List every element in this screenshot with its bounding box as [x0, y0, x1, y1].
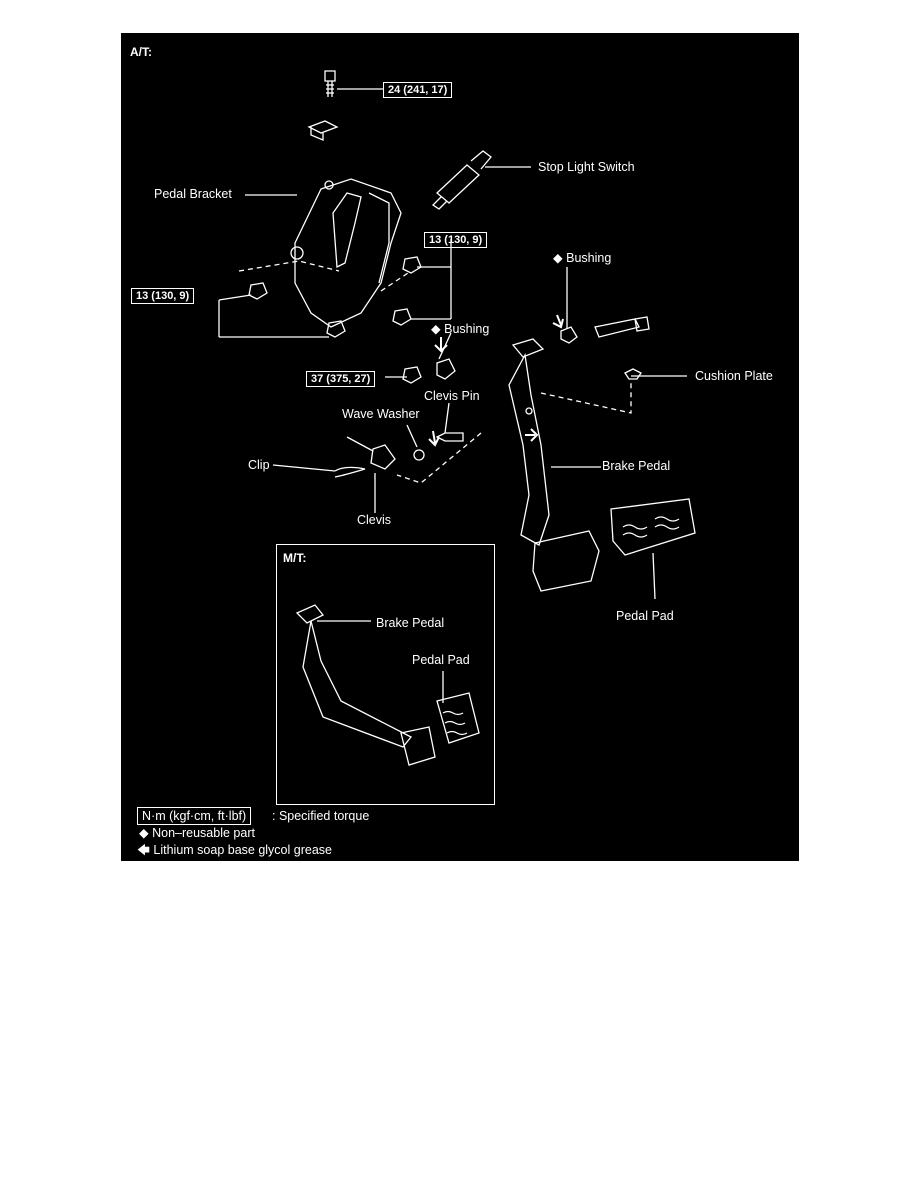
label-brake-pedal-at: Brake Pedal [602, 459, 671, 473]
clevis-pin-illustration [435, 432, 464, 442]
section-mt-label: M/T: [283, 551, 307, 565]
label-pedal-pad-at: Pedal Pad [616, 609, 674, 623]
center-bushing-illustration [436, 358, 456, 380]
arrow-left-icon: 🡄 [137, 843, 150, 857]
legend-nonreusable: ◆ Non–reusable part [139, 826, 255, 840]
label-pedal-pad-mt: Pedal Pad [412, 653, 470, 667]
grease-arrows-illustration [428, 314, 564, 447]
label-clip: Clip [248, 458, 270, 472]
diagram-art [218, 70, 696, 766]
torque-pivot-nut: 37 (375, 27) [306, 371, 376, 387]
pedal-pad-mt-illustration [436, 692, 480, 744]
legend-torque-desc: : Specified torque [272, 809, 370, 823]
label-cushion-plate: Cushion Plate [695, 369, 773, 383]
label-clevis: Clevis [357, 513, 392, 527]
clip-illustration [334, 466, 366, 478]
stop-light-switch-illustration [431, 150, 492, 210]
assembly-lines [238, 260, 632, 484]
label-brake-pedal-mt: Brake Pedal [376, 616, 445, 630]
pedal-bracket-illustration [290, 178, 402, 328]
diamond-icon: ◆ [139, 826, 149, 840]
label-bushing-right: ◆ Bushing [553, 251, 612, 265]
pedal-pad-at-illustration [610, 498, 696, 556]
cushion-plate-illustration [624, 368, 642, 380]
leader-lines [218, 88, 687, 703]
torque-top-bolt: 24 (241, 17) [383, 82, 453, 98]
brake-pedal-at-illustration [508, 338, 600, 592]
label-wave-washer: Wave Washer [342, 407, 420, 421]
mt-inset-frame [276, 544, 495, 805]
diamond-icon: ◆ [431, 322, 441, 336]
wave-washer-illustration [413, 449, 425, 461]
torque-left-nuts: 13 (130, 9) [131, 288, 195, 304]
diamond-icon: ◆ [553, 251, 563, 265]
nuts-illustration [248, 256, 422, 384]
brake-pedal-mt-illustration [295, 604, 436, 766]
label-stop-light-switch: Stop Light Switch [538, 160, 635, 174]
label-bushing-center: ◆ Bushing [431, 322, 490, 336]
legend-torque-unit: N·m (kgf·cm, ft·lbf) [137, 807, 252, 825]
exploded-diagram: A/T: 24 (241, 17) Stop Light Switch Peda… [121, 33, 799, 861]
top-bolt-illustration [307, 70, 339, 141]
label-clevis-pin: Clevis Pin [424, 389, 480, 403]
section-at-label: A/T: [130, 45, 152, 59]
pivot-bolt-illustration [560, 316, 650, 344]
clevis-illustration [346, 436, 396, 470]
legend-grease: 🡄 Lithium soap base glycol grease [137, 843, 332, 857]
torque-right-nuts: 13 (130, 9) [424, 232, 488, 248]
label-pedal-bracket: Pedal Bracket [154, 187, 232, 201]
